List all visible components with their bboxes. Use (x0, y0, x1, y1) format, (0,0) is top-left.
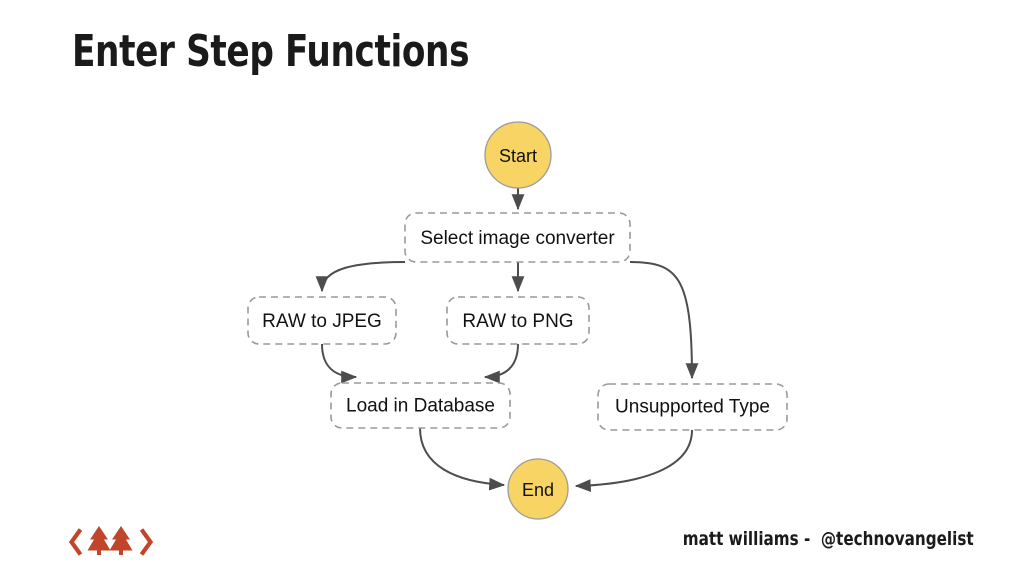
raw-to-png-label: RAW to PNG (462, 311, 573, 332)
raw-to-png-box (446, 296, 590, 345)
pine-trees-chevron-logo (68, 526, 154, 556)
edge-unsupported-to-end (574, 429, 693, 492)
footer-credit: matt williams - @technovangelist (683, 528, 974, 550)
node-start[interactable]: Start (484, 121, 552, 189)
select-image-converter-box (404, 212, 631, 263)
node-raw-to-jpeg[interactable]: RAW to JPEG (247, 296, 397, 345)
logo-right-chevron-icon (139, 528, 154, 556)
node-raw-to-png[interactable]: RAW to PNG (446, 296, 590, 345)
node-load-in-database[interactable]: Load in Database (330, 382, 511, 429)
start-node-circle (484, 121, 552, 189)
load-in-database-box (330, 382, 511, 429)
edge-raw-png-to-load-db (483, 343, 519, 384)
raw-to-jpeg-box (247, 296, 397, 345)
edge-select-to-raw-jpeg (315, 261, 406, 293)
raw-to-jpeg-label: RAW to JPEG (262, 311, 382, 332)
end-node-circle (507, 458, 569, 520)
page-title: Enter Step Functions (72, 26, 470, 77)
end-node-label: End (522, 480, 554, 500)
select-image-converter-label: Select image converter (420, 228, 615, 249)
node-unsupported-type[interactable]: Unsupported Type (597, 383, 788, 431)
logo-pine-tree-right-icon (109, 526, 133, 555)
edge-layer (315, 188, 699, 492)
edge-select-to-unsupported (629, 261, 699, 380)
logo-pine-tree-left-icon (87, 526, 111, 555)
start-node-label: Start (499, 146, 537, 166)
edge-load-db-to-end (419, 427, 506, 491)
unsupported-type-box (597, 383, 788, 431)
logo-left-chevron-icon (68, 528, 83, 556)
load-in-database-label: Load in Database (346, 396, 495, 417)
node-end[interactable]: End (507, 458, 569, 520)
node-select-image-converter[interactable]: Select image converter (404, 212, 631, 263)
edge-raw-jpeg-to-load-db (321, 343, 358, 384)
unsupported-type-label: Unsupported Type (615, 397, 770, 418)
